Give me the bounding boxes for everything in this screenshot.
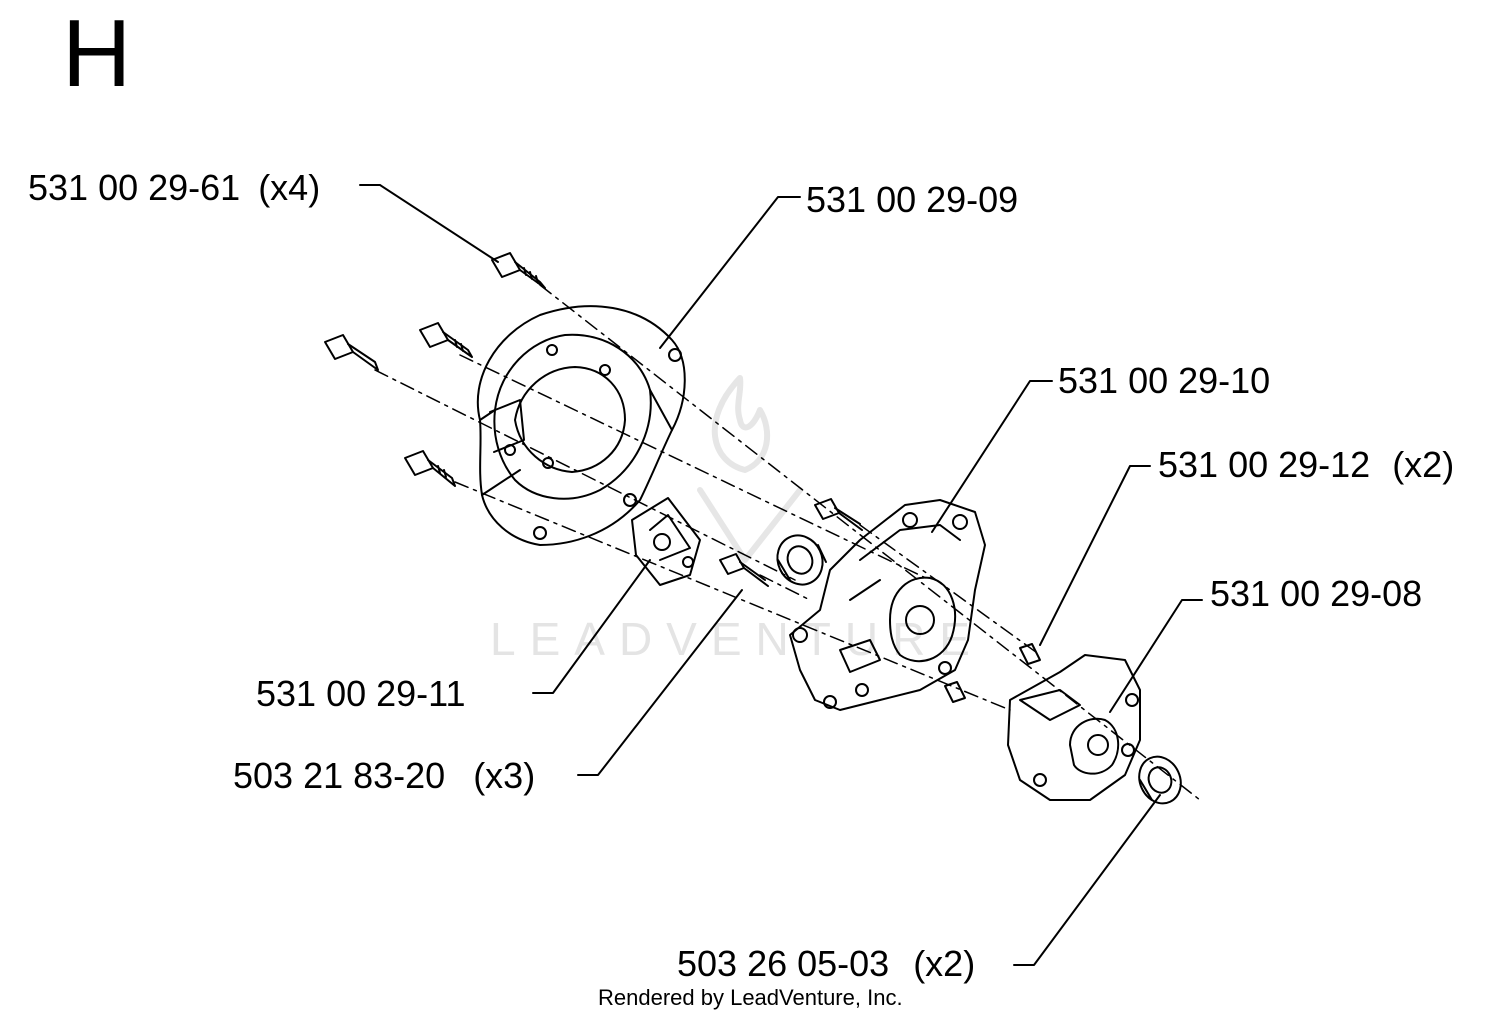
callout-531-00-29-10[interactable]: 531 00 29-10 (1058, 363, 1270, 399)
crankcase-half-left-part (789, 499, 986, 711)
part-number: 531 00 29-61 (28, 167, 241, 208)
flywheel-cover-part (476, 305, 686, 546)
callout-531-00-29-09[interactable]: 531 00 29-09 (806, 182, 1018, 218)
leader-531-00-29-11 (532, 559, 651, 694)
bolt-icon (404, 450, 456, 487)
footer-credit: Rendered by LeadVenture, Inc. (598, 985, 903, 1010)
leader-531-00-29-10 (931, 380, 1053, 533)
callout-503-21-83-20[interactable]: 503 21 83-20 (x3) (233, 758, 535, 794)
leader-531-00-29-08 (1109, 599, 1203, 713)
quantity: (x3) (473, 755, 536, 796)
crankcase-half-right-part (1007, 654, 1141, 801)
leader-lines (359, 184, 1203, 966)
screw-icon (814, 498, 863, 531)
leader-503-21-83-20 (577, 589, 743, 776)
screw-icon (719, 553, 769, 587)
part-number: 531 00 29-12 (1158, 444, 1371, 485)
seal-ring-part (1138, 755, 1182, 805)
guide-pin-icon (944, 681, 966, 703)
part-number: 531 00 29-11 (256, 673, 466, 714)
callout-531-00-29-12[interactable]: 531 00 29-12 (x2) (1158, 447, 1454, 483)
part-number: 531 00 29-09 (806, 179, 1019, 220)
quantity: (x4) (258, 167, 321, 208)
callout-531-00-29-11[interactable]: 531 00 29-11 (256, 676, 466, 712)
assembly-axis-lines (374, 284, 1201, 801)
part-number: 503 21 83-20 (233, 755, 446, 796)
leader-503-26-05-03 (1013, 794, 1161, 966)
leader-531-00-29-12 (1039, 465, 1151, 646)
bolt-icon (419, 322, 473, 358)
part-number: 531 00 29-08 (1210, 573, 1423, 614)
seal-ring-part (776, 534, 827, 586)
bolt-icon (491, 252, 546, 289)
bolt-icon (324, 334, 379, 371)
part-number: 503 26 05-03 (677, 943, 890, 984)
callout-503-26-05-03[interactable]: 503 26 05-03 (x2) (677, 946, 975, 982)
quantity: (x2) (913, 943, 976, 984)
watermark-logo-icon (697, 375, 803, 563)
part-number: 531 00 29-10 (1058, 360, 1271, 401)
bracket-part (631, 497, 701, 586)
callout-531-00-29-61[interactable]: 531 00 29-61 (x4) (28, 170, 320, 206)
leader-531-00-29-09 (659, 196, 801, 349)
section-letter: H (62, 0, 132, 107)
leader-531-00-29-61 (359, 184, 499, 263)
quantity: (x2) (1392, 444, 1455, 485)
guide-pin-icon (1019, 643, 1041, 665)
callout-531-00-29-08[interactable]: 531 00 29-08 (1210, 576, 1422, 612)
